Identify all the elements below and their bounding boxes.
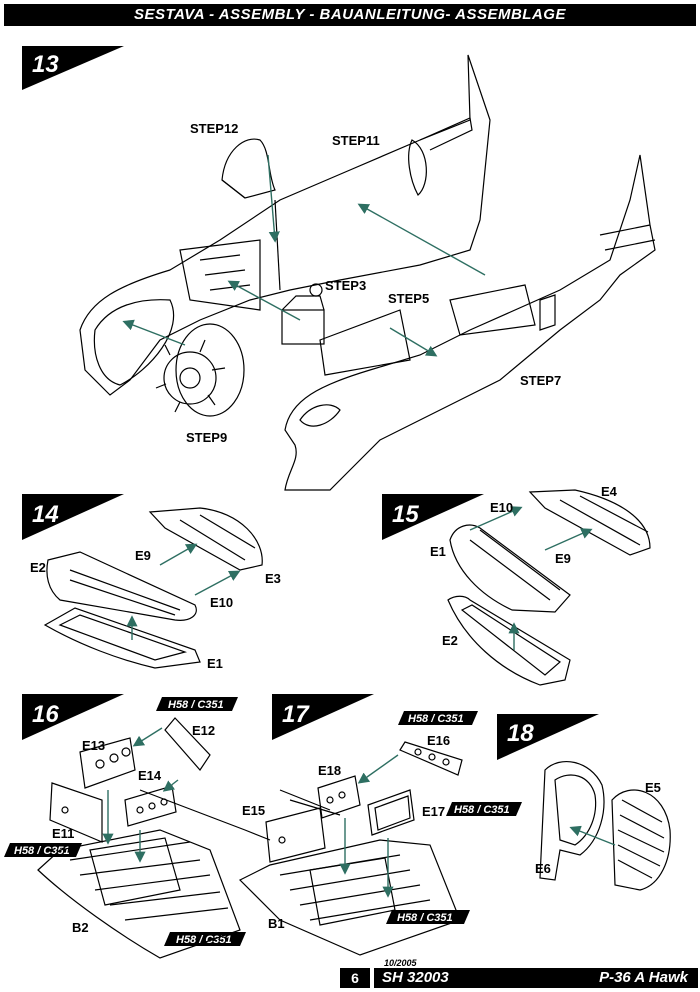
step-13-badge	[22, 46, 124, 90]
step-15-parts	[447, 489, 651, 686]
step-14-panel: 14 E9 E2 E3 E10 E1	[22, 494, 281, 671]
e10-label: E10	[210, 595, 233, 610]
paint-code-badge	[4, 843, 82, 857]
e6-label: E6	[535, 861, 551, 876]
step-18-number: 18	[507, 720, 534, 747]
kit-info-bar: SH 32003 P-36 A Hawk	[374, 968, 698, 988]
e4-label: E4	[601, 484, 618, 499]
step-16-panel: 16 H58 / C351 H58 / C351 H58 / C351 E12	[4, 694, 271, 959]
kit-code: SH 32003	[382, 969, 449, 986]
header-title: SESTAVA - ASSEMBLY - BAUANLEITUNG- ASSEM…	[134, 6, 566, 23]
e15-label: E15	[242, 803, 265, 818]
instrument-panel-part	[281, 283, 325, 345]
paint-code-badge	[446, 802, 522, 816]
step12-label: STEP12	[190, 121, 238, 136]
header-title-bar: SESTAVA - ASSEMBLY - BAUANLEITUNG- ASSEM…	[4, 4, 696, 26]
e2-label-15: E2	[442, 633, 458, 648]
e2-label: E2	[30, 560, 46, 575]
step-14-parts	[43, 507, 263, 669]
step-14-badge	[22, 494, 124, 540]
step3-label: STEP3	[325, 278, 366, 293]
e16-label: E16	[427, 733, 450, 748]
e10-label-15: E10	[490, 500, 513, 515]
footer: 10/2005 6 SH 32003 P-36 A Hawk	[340, 958, 698, 988]
paint-code-17-bottom: H58 / C351	[397, 912, 453, 924]
paint-code-16-left: H58 / C351	[14, 845, 70, 857]
paint-code-badge	[386, 910, 470, 924]
e3-label: E3	[265, 571, 281, 586]
paint-code-17-right: H58 / C351	[454, 804, 510, 816]
step11-label: STEP11	[332, 133, 380, 148]
step-17-parts	[238, 741, 463, 956]
e17-label: E17	[422, 804, 445, 819]
page-number: 6	[340, 968, 370, 988]
step-17-arrows	[339, 754, 399, 898]
b2-label: B2	[72, 920, 89, 935]
fuselage-left-half	[79, 54, 491, 396]
e9-label-15: E9	[555, 551, 571, 566]
e9-label: E9	[135, 548, 151, 563]
e1-label-15: E1	[430, 544, 446, 559]
paint-code-badge	[398, 711, 478, 725]
step9-label: STEP9	[186, 430, 227, 445]
step-13-panel: 13	[22, 46, 656, 491]
paint-code-16-top: H58 / C351	[168, 699, 224, 711]
step-16-parts	[37, 717, 271, 959]
engine-part	[155, 323, 245, 417]
e18-label: E18	[318, 763, 341, 778]
e13-label: E13	[82, 738, 105, 753]
b1-label: B1	[268, 916, 285, 931]
e5-label: E5	[645, 780, 661, 795]
step-18-badge	[497, 714, 599, 760]
step-18-panel: 18 E5 E6	[497, 714, 671, 891]
step-17-number: 17	[282, 701, 310, 728]
e11-label: E11	[52, 826, 74, 841]
e1-label: E1	[207, 656, 223, 671]
step-17-badge	[272, 694, 374, 740]
step-14-arrows	[126, 543, 241, 640]
model-name: P-36 A Hawk	[599, 969, 688, 986]
step-16-arrows	[102, 727, 179, 863]
step7-label: STEP7	[520, 373, 561, 388]
footer-date: 10/2005	[384, 958, 417, 968]
step-13-arrows	[122, 154, 486, 357]
fuselage-right-half	[284, 154, 656, 491]
paint-code-badge	[156, 697, 238, 711]
paint-code-16-bottom: H58 / C351	[176, 934, 232, 946]
step-13-number: 13	[32, 51, 59, 78]
e14-label: E14	[138, 768, 162, 783]
step-17-panel: 17 H58 / C351 H58 / C351 H58 / C351 E16	[238, 694, 522, 956]
e12-label: E12	[192, 723, 215, 738]
step-18-parts	[539, 761, 671, 891]
step-16-number: 16	[32, 701, 59, 728]
step-15-badge	[382, 494, 484, 540]
step-15-arrows	[469, 506, 593, 650]
armor-plate-part	[319, 309, 411, 376]
seat-part	[221, 138, 276, 199]
step-15-panel: 15 E10 E4 E1 E9 E2	[382, 484, 651, 686]
paint-code-17-top: H58 / C351	[408, 713, 464, 725]
step-14-number: 14	[32, 501, 59, 528]
step5-label: STEP5	[388, 291, 429, 306]
step-15-number: 15	[392, 501, 419, 528]
step-18-arrows	[569, 825, 616, 846]
step-16-badge	[22, 694, 124, 740]
